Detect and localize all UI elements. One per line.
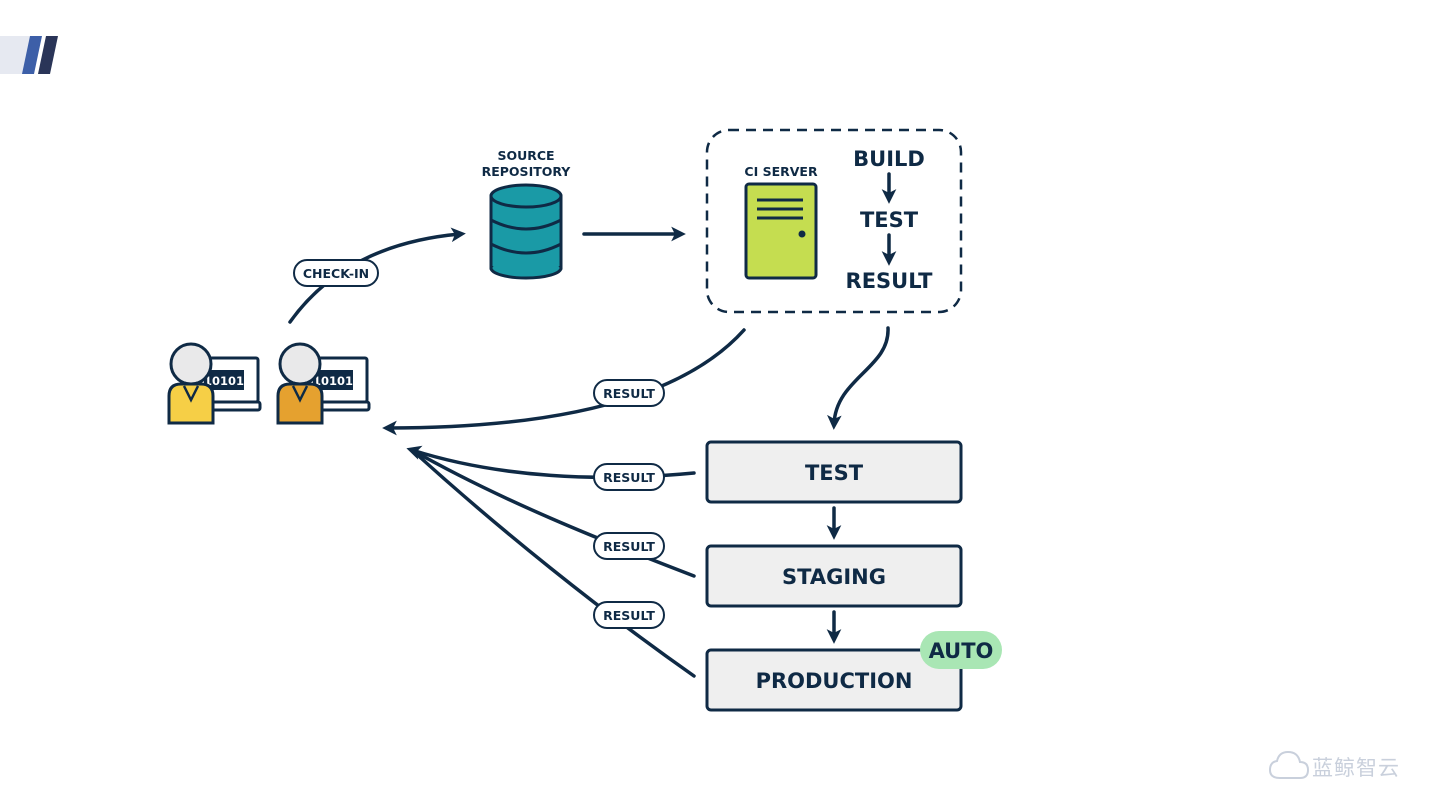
developer-head <box>280 344 320 384</box>
auto-badge-label: AUTO <box>929 639 994 663</box>
developer-body <box>278 384 322 423</box>
stage-production-label: PRODUCTION <box>756 669 913 693</box>
corner-logo <box>0 36 58 74</box>
ci-step-result: RESULT <box>846 269 934 293</box>
ci-server-group: CI SERVER BUILD TEST RESULT <box>707 130 961 312</box>
stage-staging: STAGING <box>707 546 961 606</box>
developer-2: 10101 <box>278 344 369 423</box>
stage-staging-label: STAGING <box>782 565 886 589</box>
result-label: RESULT <box>603 386 655 401</box>
production-result-pill: RESULT <box>594 602 664 628</box>
ci-step-test: TEST <box>860 208 919 232</box>
check-in-label: CHECK-IN <box>303 266 369 281</box>
watermark-text: 蓝鲸智云 <box>1312 752 1400 782</box>
developer-body <box>169 384 213 423</box>
source-repository: SOURCE REPOSITORY <box>482 148 572 278</box>
test-result-pill: RESULT <box>594 464 664 490</box>
ci-step-build: BUILD <box>853 147 925 171</box>
developer-head <box>171 344 211 384</box>
ci-to-test-stage-arrow <box>834 328 888 424</box>
result-label: RESULT <box>603 470 655 485</box>
auto-badge: AUTO <box>920 631 1002 669</box>
source-repository-label-line2: REPOSITORY <box>482 164 572 179</box>
ci-server-label: CI SERVER <box>744 164 818 179</box>
ci-result-pill: RESULT <box>594 380 664 406</box>
result-label: RESULT <box>603 608 655 623</box>
server-icon <box>746 184 816 278</box>
developer-1: 10101 <box>169 344 260 423</box>
result-label: RESULT <box>603 539 655 554</box>
stage-test-label: TEST <box>805 461 864 485</box>
check-in-pill: CHECK-IN <box>294 260 378 286</box>
staging-result-pill: RESULT <box>594 533 664 559</box>
cloud-icon <box>1270 752 1308 778</box>
stage-test: TEST <box>707 442 961 502</box>
source-repository-label-line1: SOURCE <box>497 148 554 163</box>
ci-result-arrow <box>388 330 744 428</box>
database-icon <box>491 185 561 278</box>
